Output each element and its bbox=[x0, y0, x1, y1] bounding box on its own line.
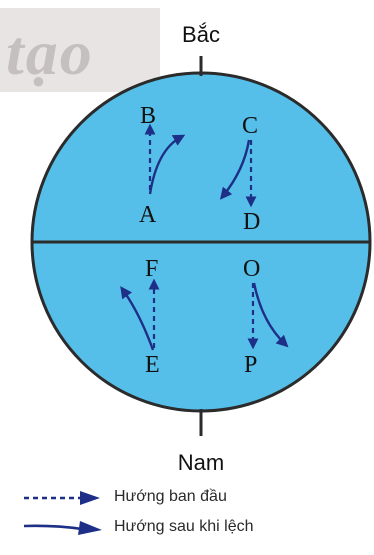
south-pole-label: Nam bbox=[178, 450, 224, 475]
legend-item-initial: Hướng ban đầu bbox=[18, 486, 358, 516]
point-label-c: C bbox=[242, 113, 258, 139]
point-label-o: O bbox=[243, 256, 260, 282]
arrow-o-deflected bbox=[252, 282, 289, 348]
point-label-e: E bbox=[145, 352, 160, 378]
solid-arrow-icon bbox=[23, 521, 102, 535]
point-label-b: B bbox=[140, 103, 156, 129]
arrow-e-deflected bbox=[120, 286, 155, 351]
legend: Hướng ban đầu Hướng sau khi lệch bbox=[18, 486, 358, 546]
north-pole-label: Bắc bbox=[182, 22, 220, 47]
watermark-text: tạo bbox=[6, 17, 94, 88]
point-label-a: A bbox=[139, 202, 157, 228]
arrow-a-deflected bbox=[148, 134, 186, 195]
point-label-p: P bbox=[244, 352, 257, 378]
arrow-c-deflected bbox=[219, 139, 251, 200]
dashed-arrow-icon bbox=[24, 491, 100, 505]
legend-label-initial: Hướng ban đầu bbox=[114, 488, 227, 505]
legend-label-deflected: Hướng sau khi lệch bbox=[114, 518, 254, 535]
watermark: tạo bbox=[0, 8, 160, 92]
point-label-d: D bbox=[243, 209, 260, 235]
legend-item-deflected: Hướng sau khi lệch bbox=[18, 516, 358, 546]
point-label-f: F bbox=[145, 256, 158, 282]
